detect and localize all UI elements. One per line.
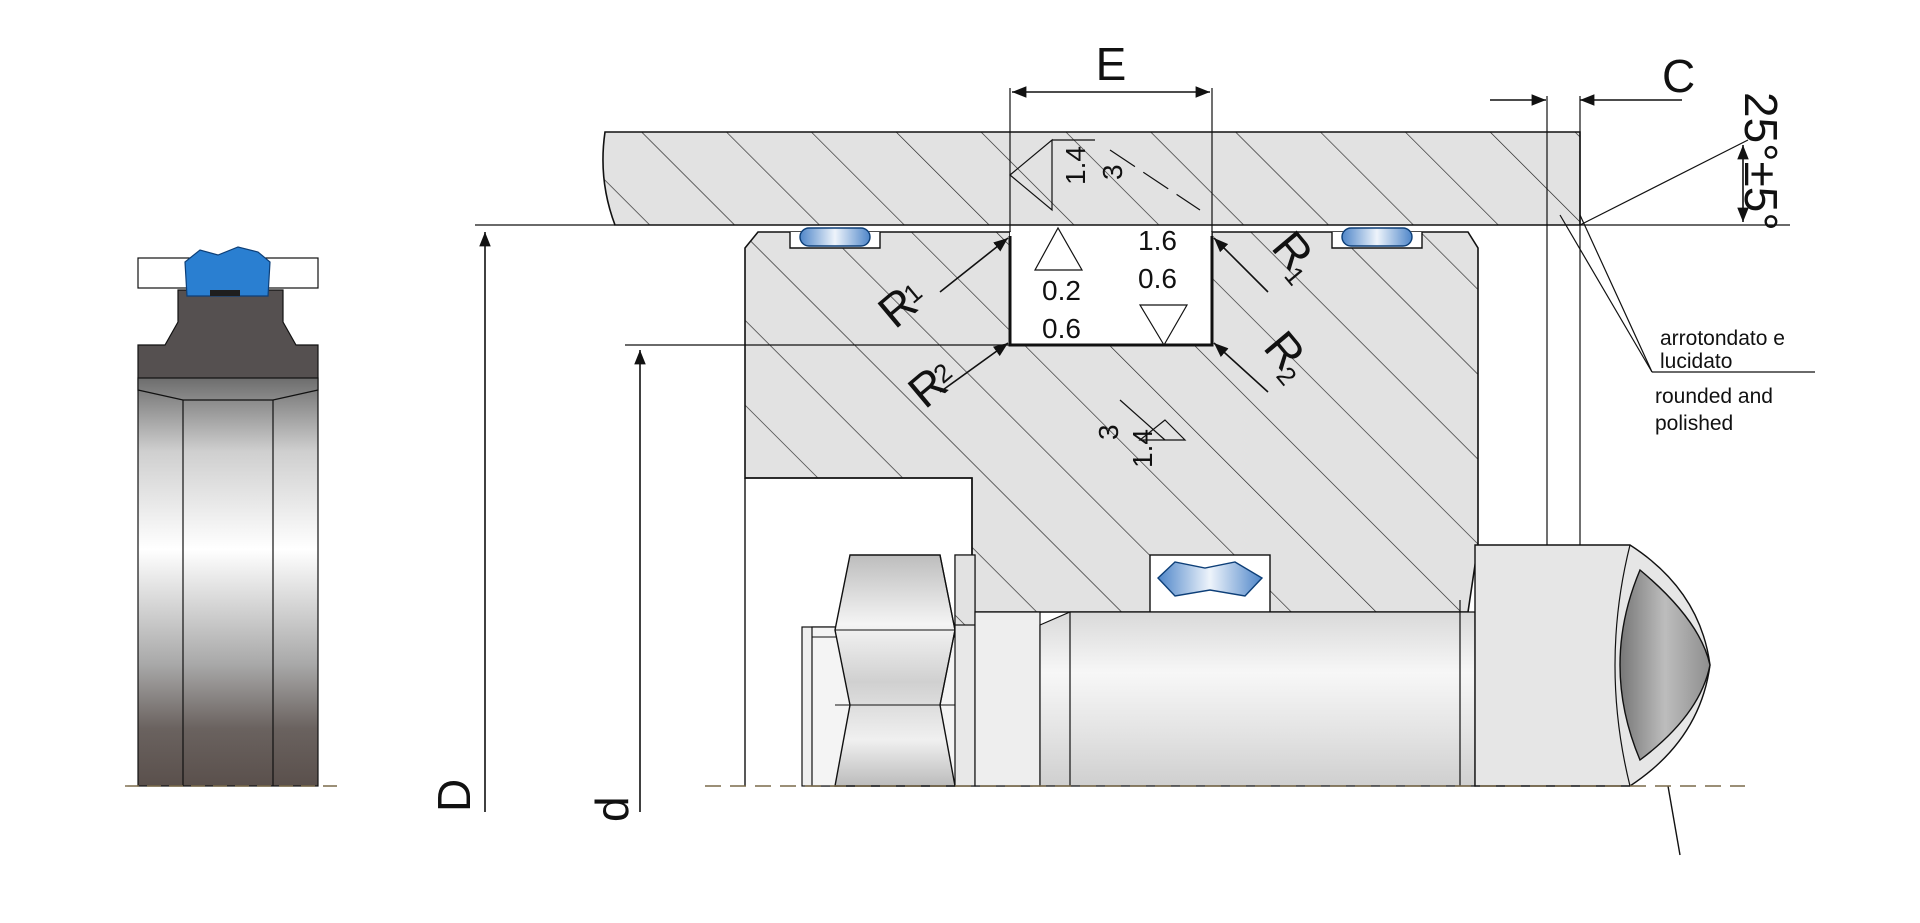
- dim-C-label: C: [1662, 50, 1695, 102]
- note-italian-2: lucidato: [1660, 350, 1732, 373]
- roughness-bottom-b: 1.4: [1127, 429, 1158, 468]
- roughness-left-b: 0.6: [1042, 313, 1081, 344]
- seal-ring-view: [125, 246, 345, 787]
- housing-section: [602, 131, 1581, 786]
- roughness-right-b: 0.6: [1138, 263, 1177, 294]
- dimension-lines: [475, 86, 1815, 812]
- note-english-2: polished: [1655, 412, 1733, 435]
- note-english-1: rounded and: [1655, 385, 1773, 408]
- angle-label: 25°±5°: [1735, 92, 1787, 231]
- roughness-bottom-a: 3: [1093, 424, 1124, 440]
- roughness-left-a: 0.2: [1042, 275, 1081, 306]
- rod-assembly: [801, 544, 1711, 856]
- dim-D-label: D: [428, 779, 480, 812]
- note-italian-1: arrotondato e: [1660, 327, 1785, 350]
- roughness-top-b: 3: [1097, 164, 1128, 180]
- roughness-top-a: 1.4: [1060, 146, 1091, 185]
- dim-d-label: d: [586, 796, 638, 822]
- roughness-right-a: 1.6: [1138, 225, 1177, 256]
- dim-E-label: E: [1096, 38, 1127, 90]
